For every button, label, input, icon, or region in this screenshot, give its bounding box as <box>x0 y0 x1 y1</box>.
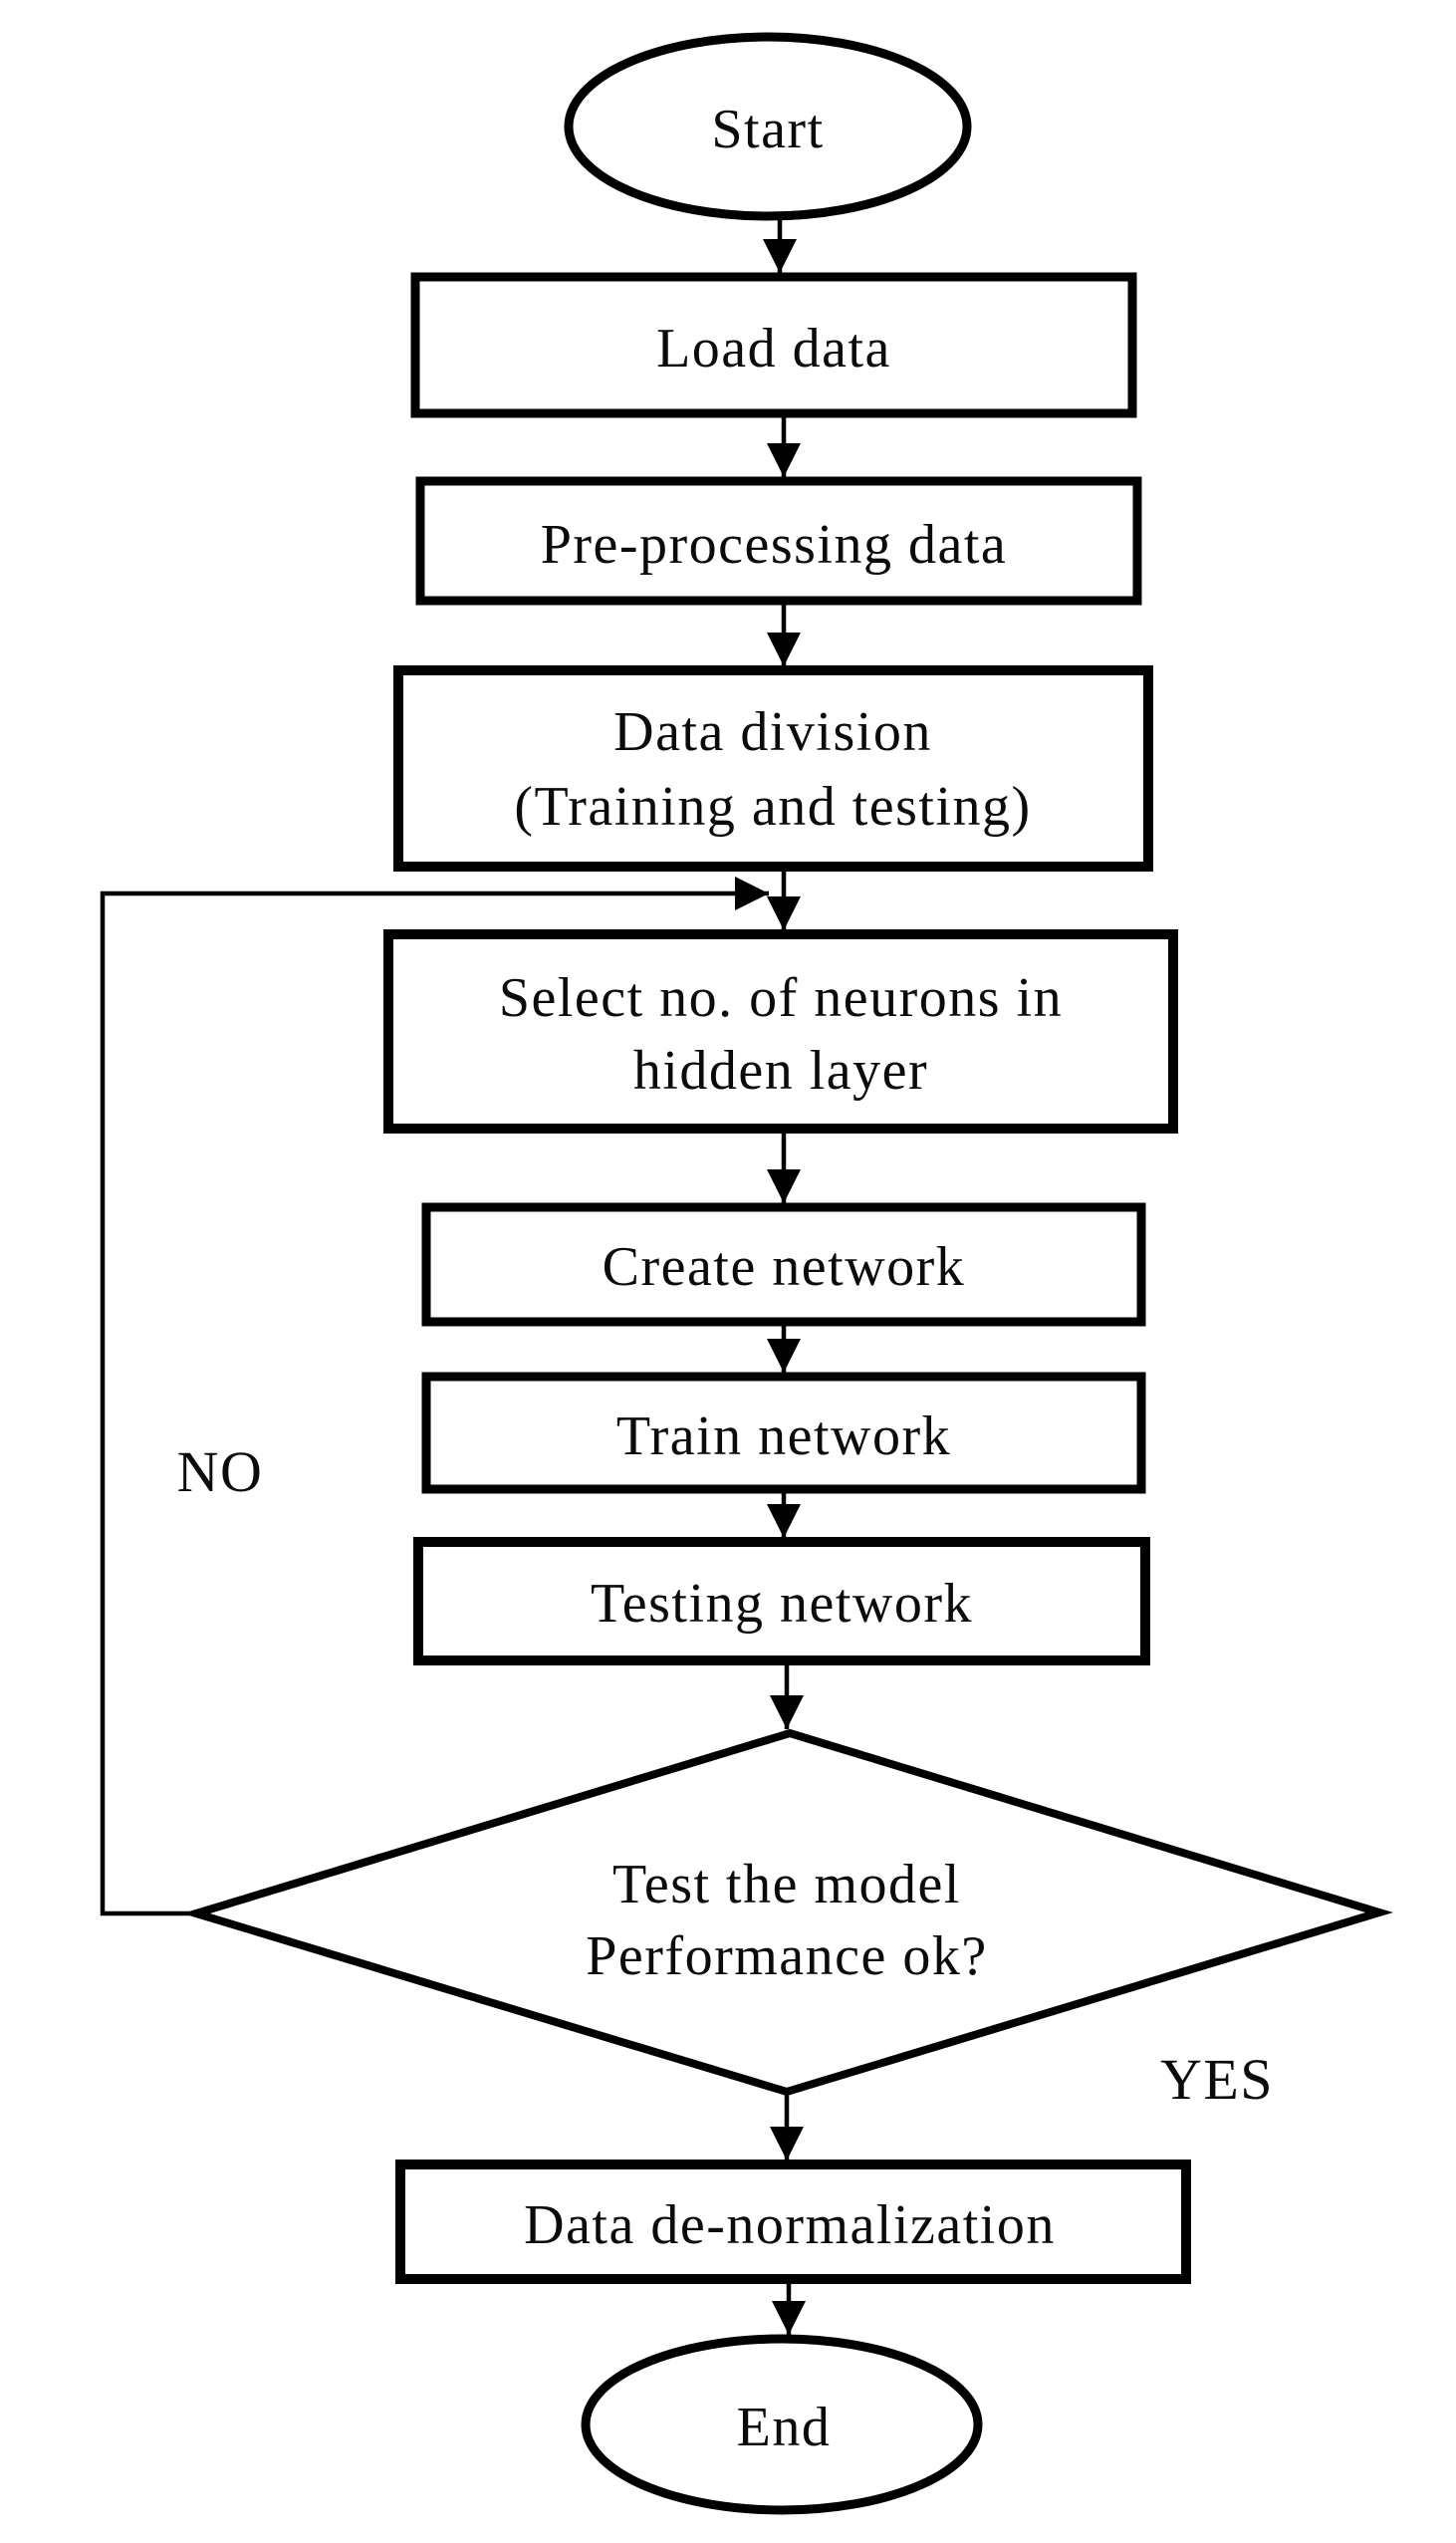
load-data-box <box>410 272 1137 418</box>
decision-diamond <box>182 1728 1393 2097</box>
flowchart-node-data-division: Data division (Training and testing) <box>393 665 1153 872</box>
decision-label-line1: Test the model <box>612 1854 961 1915</box>
flowchart-node-select-neurons: Select no. of neurons in hidden layer <box>383 929 1178 1134</box>
testing-network-label: Testing network <box>591 1573 973 1635</box>
pre-processing-box <box>415 476 1142 606</box>
end-label: End <box>737 2397 832 2458</box>
train-network-label: Train network <box>616 1405 951 1467</box>
no-branch-label: NO <box>177 1439 264 1504</box>
train-network-box <box>421 1372 1146 1494</box>
decision-label-line2: Performance ok? <box>586 1925 987 1987</box>
data-division-box <box>393 665 1153 872</box>
select-neurons-box <box>383 929 1178 1134</box>
start-label: Start <box>711 99 824 160</box>
testing-network-box <box>413 1537 1150 1665</box>
flowchart-node-testing-network: Testing network <box>413 1537 1150 1665</box>
start-ellipse <box>564 32 972 221</box>
end-ellipse <box>581 2334 983 2515</box>
flowchart-node-load-data: Load data <box>410 272 1137 418</box>
create-network-label: Create network <box>603 1236 966 1298</box>
flowchart-node-pre-processing: Pre-processing data <box>415 476 1142 606</box>
data-division-label-line1: Data division <box>613 701 932 763</box>
flowchart-node-start: Start <box>564 32 972 221</box>
yes-branch-label: YES <box>1160 2047 1274 2112</box>
load-data-label: Load data <box>656 318 891 380</box>
data-denormalization-label: Data de-normalization <box>524 2194 1056 2256</box>
data-division-label-line2: (Training and testing) <box>514 776 1031 838</box>
select-neurons-label-line1: Select no. of neurons in <box>499 967 1063 1029</box>
create-network-box <box>421 1202 1146 1327</box>
no-loop-connector <box>100 877 769 1916</box>
flowchart-node-decision: Test the model Performance ok? <box>182 1728 1393 2097</box>
flowchart-node-train-network: Train network <box>421 1372 1146 1494</box>
select-neurons-label-line2: hidden layer <box>633 1040 928 1102</box>
flowchart-node-end: End <box>581 2334 983 2515</box>
flowchart-node-create-network: Create network <box>421 1202 1146 1327</box>
data-denormalization-box <box>395 2160 1191 2284</box>
flowchart-node-data-denormalization: Data de-normalization <box>395 2160 1191 2284</box>
pre-processing-label: Pre-processing data <box>541 514 1008 576</box>
